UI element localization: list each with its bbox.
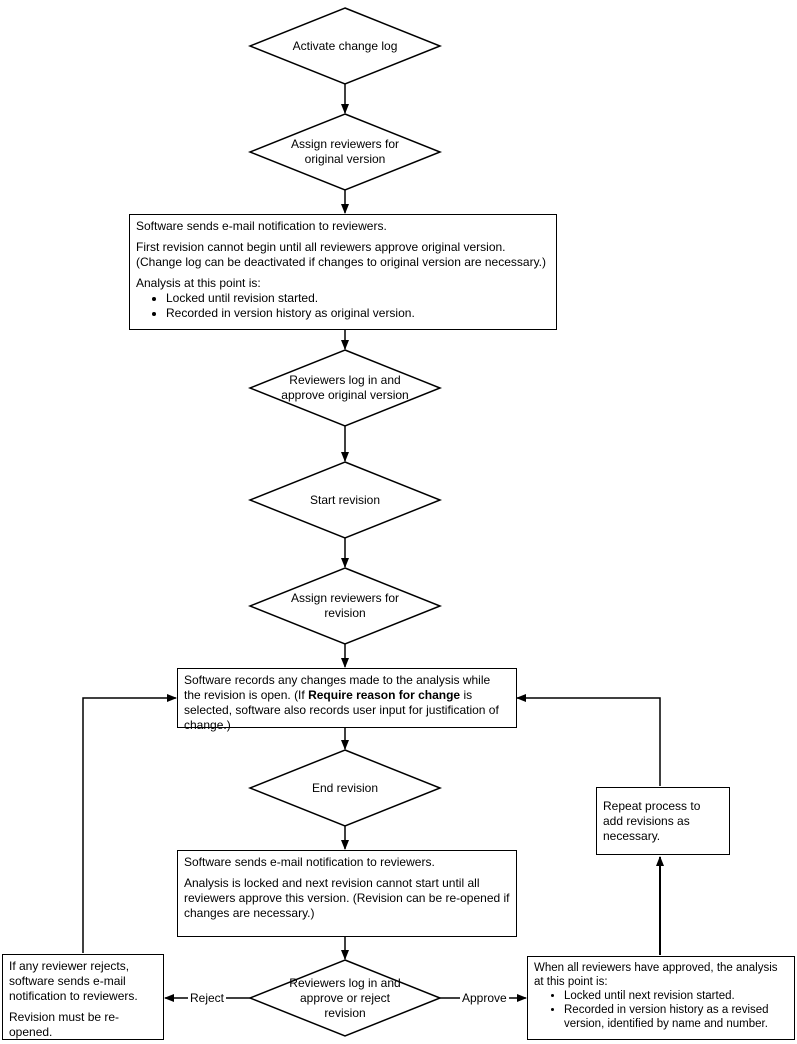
start-revision-label: Start revision bbox=[309, 492, 381, 507]
start-revision-decision[interactable]: Start revision bbox=[270, 480, 420, 520]
arrow-repeat-loop bbox=[516, 694, 661, 786]
notify-box-line-1: Software sends e-mail notification to re… bbox=[136, 219, 387, 233]
repeat-box-text: Repeat process to add revisions as neces… bbox=[603, 798, 701, 843]
notify-box-line-2: First revision cannot begin until all re… bbox=[136, 240, 547, 269]
reject-box-line-2: Revision must be re-opened. bbox=[9, 1010, 120, 1039]
notify-box-line-3: Analysis at this point is: bbox=[136, 276, 261, 290]
assign-reviewers-revision-decision[interactable]: Assign reviewers for revision bbox=[280, 586, 410, 626]
assign-reviewers-original-label: Assign reviewers for original version bbox=[290, 137, 400, 166]
approved-box-bullet: Recorded in version history as a revised… bbox=[564, 1003, 788, 1031]
approved-box-bullet: Locked until next revision started. bbox=[564, 989, 788, 1003]
records-changes-box: Software records any changes made to the… bbox=[177, 668, 517, 732]
arrow-reject-loop bbox=[82, 694, 177, 953]
end-revision-label: End revision bbox=[311, 780, 379, 795]
approve-reject-label: Reviewers log in and approve or reject r… bbox=[289, 975, 401, 1020]
approved-analysis-box: When all reviewers have approved, the an… bbox=[527, 956, 795, 1040]
notify-box-bullet: Recorded in version history as original … bbox=[166, 306, 550, 321]
approved-box-line-1: When all reviewers have approved, the an… bbox=[534, 962, 778, 988]
locked-analysis-box: Software sends e-mail notification to re… bbox=[177, 850, 517, 937]
reject-box-line-1: If any reviewer rejects, software sends … bbox=[9, 959, 138, 1003]
reject-edge-label: Reject bbox=[188, 991, 227, 1005]
approve-original-label: Reviewers log in and approve original ve… bbox=[281, 373, 409, 402]
assign-reviewers-revision-label: Assign reviewers for revision bbox=[290, 591, 400, 620]
approve-reject-decision[interactable]: Reviewers log in and approve or reject r… bbox=[278, 975, 412, 1020]
end-revision-decision[interactable]: End revision bbox=[270, 768, 420, 808]
approve-original-decision[interactable]: Reviewers log in and approve original ve… bbox=[280, 368, 410, 408]
notify-reviewers-box: Software sends e-mail notification to re… bbox=[129, 214, 557, 330]
reject-notification-box: If any reviewer rejects, software sends … bbox=[2, 954, 164, 1040]
records-box-text-end: is selected, software also records user … bbox=[184, 688, 499, 732]
decision-approve-reject-shape bbox=[247, 959, 443, 1037]
activate-change-log-label: Activate change log bbox=[292, 38, 398, 53]
activate-change-log-decision[interactable]: Activate change log bbox=[270, 26, 420, 66]
locked-box-line-2: Analysis is locked and next revision can… bbox=[184, 876, 510, 920]
records-box-text-start: Software records any changes made to the… bbox=[184, 673, 491, 702]
approve-edge-label: Approve bbox=[460, 991, 509, 1005]
notify-box-bullet: Locked until revision started. bbox=[166, 291, 550, 306]
assign-reviewers-original-decision[interactable]: Assign reviewers for original version bbox=[280, 132, 410, 172]
locked-box-line-1: Software sends e-mail notification to re… bbox=[184, 855, 435, 869]
records-box-bold-option: Require reason for change bbox=[308, 688, 461, 702]
repeat-process-box: Repeat process to add revisions as neces… bbox=[596, 787, 730, 855]
